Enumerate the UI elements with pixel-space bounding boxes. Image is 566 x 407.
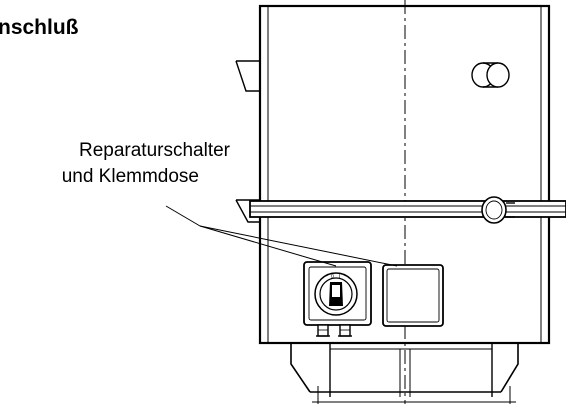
base-hopper [290, 343, 519, 404]
upper-stub [471, 62, 510, 88]
lower-duct [235, 199, 260, 223]
svg-text:0: 0 [331, 274, 334, 280]
upper-duct [235, 60, 260, 92]
callout-label: Reparaturschalter und Klemmdose [0, 138, 230, 190]
clamp-band [249, 200, 566, 218]
callout-line-1: Reparaturschalter [78, 140, 230, 161]
repair-switch: 0 I [303, 261, 372, 326]
leader-lines [165, 205, 398, 267]
cable-glands [316, 324, 352, 337]
section-heading: nschluß [0, 16, 79, 39]
svg-text:I: I [339, 274, 340, 280]
terminal-box [382, 264, 444, 327]
band-tensioner [481, 196, 515, 224]
callout-line-2: und Klemmdose [61, 166, 199, 187]
